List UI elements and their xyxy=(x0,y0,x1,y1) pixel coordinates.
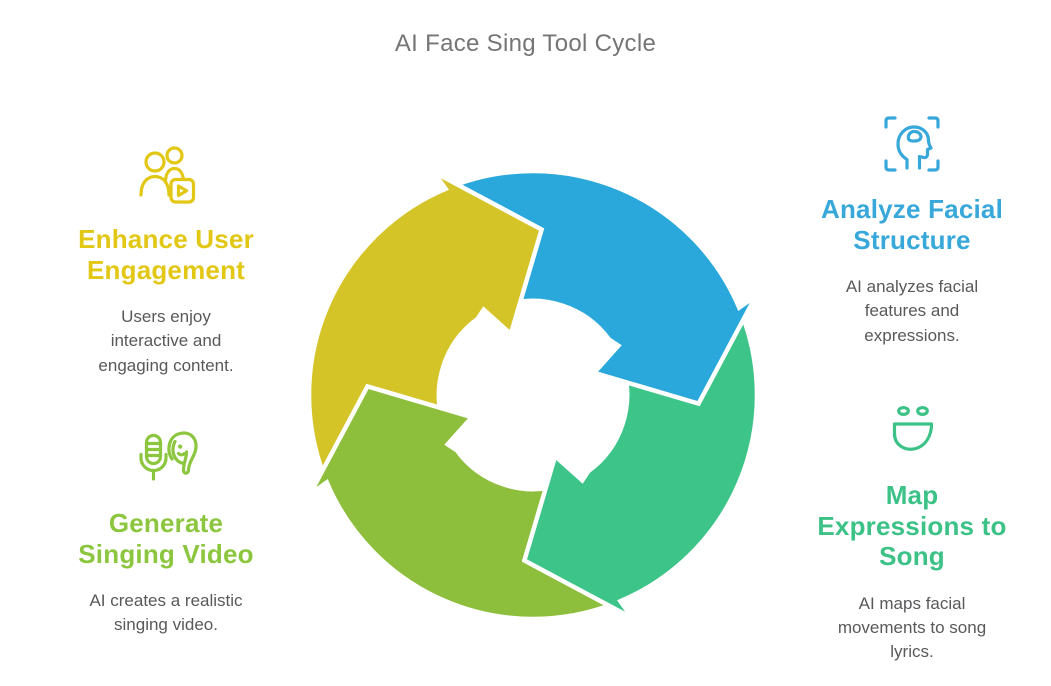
section-heading: Analyze Facial Structure xyxy=(821,194,1003,255)
section-heading: Generate Singing Video xyxy=(78,508,254,569)
section-heading: Enhance User Engagement xyxy=(78,224,254,285)
page-title: AI Face Sing Tool Cycle xyxy=(394,30,657,57)
section-body: AI maps facial movements to song lyrics. xyxy=(837,594,987,662)
section-analyze-facial-structure: Analyze Facial Structure AI analyzes fac… xyxy=(792,112,1032,348)
section-heading: Map Expressions to Song xyxy=(817,480,1007,572)
mic-singer-icon xyxy=(46,426,286,490)
section-body: AI creates a realistic singing video. xyxy=(89,591,243,635)
cycle-diagram xyxy=(253,115,813,675)
section-body: AI analyzes facial features and expressi… xyxy=(845,277,979,345)
section-enhance-user-engagement: Enhance User Engagement Users enjoy inte… xyxy=(46,142,286,378)
section-body: Users enjoy interactive and engaging con… xyxy=(98,307,234,375)
users-video-icon xyxy=(46,142,286,206)
smiley-icon xyxy=(792,398,1032,462)
face-scan-icon xyxy=(792,112,1032,176)
section-map-expressions-to-song: Map Expressions to Song AI maps facial m… xyxy=(792,398,1032,664)
section-generate-singing-video: Generate Singing Video AI creates a real… xyxy=(46,426,286,638)
